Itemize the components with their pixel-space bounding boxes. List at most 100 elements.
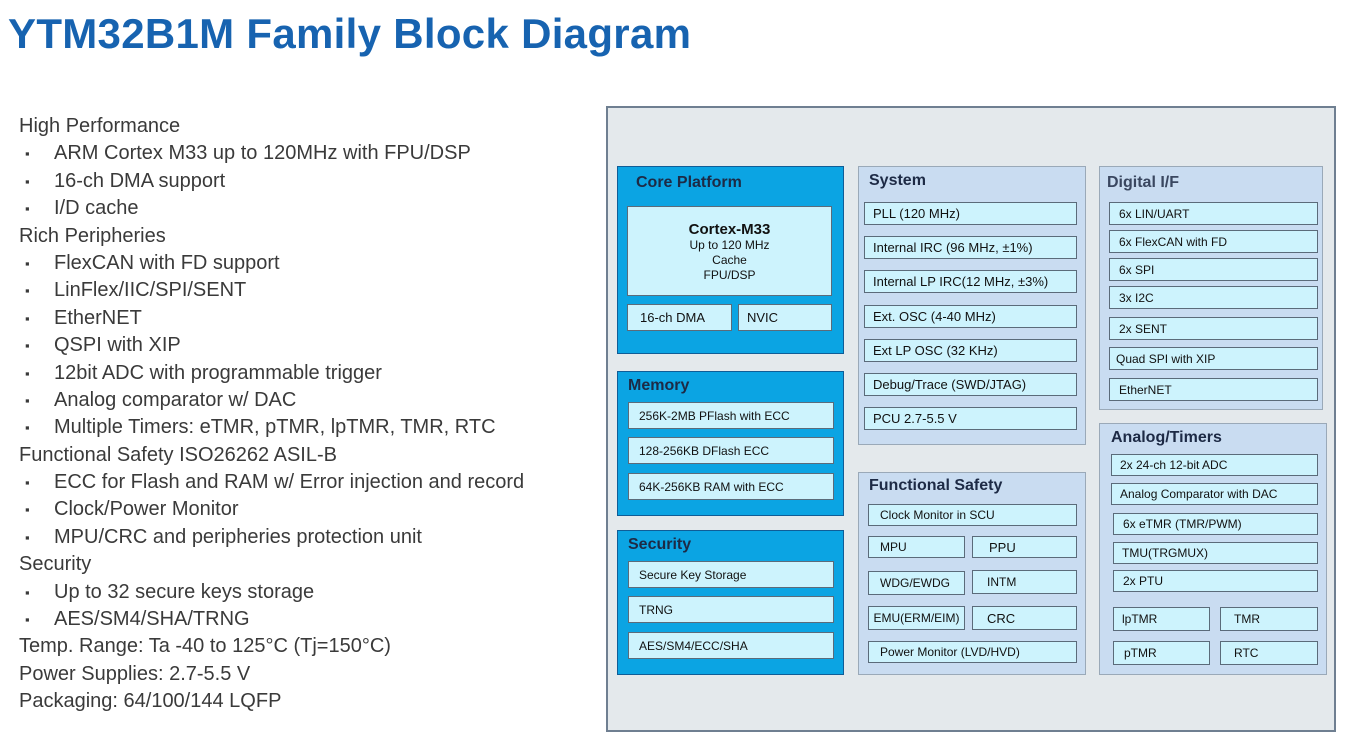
feature-heading: Temp. Range: Ta -40 to 125°C (Tj=150°C) [19, 633, 599, 660]
bullet-icon: ▪ [25, 420, 30, 436]
memory-title: Memory [628, 377, 690, 394]
feature-item: ▪ EtherNET [19, 305, 599, 332]
feature-item: ▪ECC for Flash and RAM w/ Error injectio… [19, 469, 599, 496]
clock-monitor-item: Clock Monitor in SCU [868, 504, 1077, 526]
feature-text: FlexCAN with FD support [54, 251, 280, 274]
pcu-item: PCU 2.7-5.5 V [864, 407, 1077, 430]
feature-item: ▪ 16-ch DMA support [19, 168, 599, 195]
feature-item: ▪FlexCAN with FD support [19, 250, 599, 277]
feature-text: MPU/CRC and peripheries protection unit [54, 525, 422, 548]
feature-text: EtherNET [54, 306, 142, 329]
internal-lp-irc-item: Internal LP IRC(12 MHz, ±3%) [864, 270, 1077, 293]
feature-heading: Rich Peripheries [19, 223, 599, 250]
i2c-item: 3x I2C [1109, 286, 1318, 309]
bullet-icon: ▪ [25, 612, 30, 628]
feature-text: Power Supplies: 2.7-5.5 V [19, 662, 251, 685]
analog-timers-title: Analog/Timers [1111, 429, 1222, 446]
feature-text: 16-ch DMA support [54, 169, 226, 192]
bullet-icon: ▪ [25, 502, 30, 518]
pll-item: PLL (120 MHz) [864, 202, 1077, 225]
cpu-cache: Cache [712, 253, 747, 267]
feature-heading: Functional Safety ISO26262 ASIL-B [19, 442, 599, 469]
ppu-item: PPU [972, 536, 1077, 558]
ptu-item: 2x PTU [1113, 570, 1318, 592]
feature-item: ▪ QSPI with XIP [19, 332, 599, 359]
feature-heading: Packaging: 64/100/144 LQFP [19, 688, 599, 715]
dflash-item: 128-256KB DFlash ECC [628, 437, 834, 464]
bullet-icon: ▪ [25, 365, 30, 381]
analog-timers-block: Analog/Timers 2x 24-ch 12-bit ADC Analog… [1099, 423, 1327, 675]
bullet-icon: ▪ [25, 584, 30, 600]
tmr-item: TMR [1220, 607, 1318, 631]
feature-list: High Performance ▪ARM Cortex M33 up to 12… [19, 113, 599, 716]
power-monitor-item: Power Monitor (LVD/HVD) [868, 641, 1077, 663]
feature-text: 12bit ADC with programmable trigger [54, 361, 382, 384]
feature-text: Clock/Power Monitor [54, 498, 239, 521]
bullet-icon: ▪ [25, 338, 30, 354]
qspi-item: Quad SPI with XIP [1109, 347, 1318, 370]
cortex-m33-box: Cortex-M33 Up to 120 MHz Cache FPU/DSP [627, 206, 832, 296]
feature-text: ECC for Flash and RAM w/ Error injection… [54, 471, 525, 494]
core-platform-block: Core Platform Cortex-M33 Up to 120 MHz C… [617, 166, 844, 354]
comparator-item: Analog Comparator with DAC [1111, 483, 1318, 505]
feature-text: LinFlex/IIC/SPI/SENT [54, 279, 247, 302]
feature-item: ▪ Up to 32 secure keys storage [19, 579, 599, 606]
functional-safety-title: Functional Safety [869, 477, 1003, 494]
feature-text: Up to 32 secure keys storage [54, 580, 315, 603]
adc-item: 2x 24-ch 12-bit ADC [1111, 454, 1318, 476]
flexcan-item: 6x FlexCAN with FD [1109, 230, 1318, 253]
bullet-icon: ▪ [25, 392, 30, 408]
bullet-icon: ▪ [25, 146, 30, 162]
spi-item: 6x SPI [1109, 258, 1318, 281]
bullet-icon: ▪ [25, 201, 30, 217]
crypto-item: AES/SM4/ECC/SHA [628, 632, 834, 659]
functional-safety-block: Functional Safety Clock Monitor in SCU M… [858, 472, 1086, 675]
feature-item: ▪ LinFlex/IIC/SPI/SENT [19, 277, 599, 304]
feature-text: High Performance [19, 115, 181, 137]
debug-trace-item: Debug/Trace (SWD/JTAG) [864, 373, 1077, 396]
feature-item: ▪ARM Cortex M33 up to 120MHz with FPU/DS… [19, 140, 599, 167]
feature-text: AES/SM4/SHA/TRNG [54, 608, 250, 631]
security-block: Security Secure Key Storage TRNG AES/SM4… [617, 530, 844, 675]
feature-item: ▪ Analog comparator w/ DAC [19, 387, 599, 414]
feature-text: Analog comparator w/ DAC [54, 388, 297, 411]
feature-text: QSPI with XIP [54, 334, 181, 357]
bullet-icon: ▪ [25, 310, 30, 326]
tmu-item: TMU(TRGMUX) [1113, 542, 1318, 564]
ext-lp-osc-item: Ext LP OSC (32 KHz) [864, 339, 1077, 362]
nvic-item: NVIC [738, 304, 832, 331]
cpu-name: Cortex-M33 [688, 221, 771, 238]
memory-block: Memory 256K-2MB PFlash with ECC 128-256K… [617, 371, 844, 516]
feature-text: Rich Peripheries [19, 224, 166, 247]
digital-if-block: Digital I/F 6x LIN/UART 6x FlexCAN with … [1099, 166, 1323, 410]
cpu-fpu: FPU/DSP [703, 268, 756, 282]
intm-item: INTM [972, 570, 1077, 594]
internal-irc-item: Internal IRC (96 MHz, ±1%) [864, 236, 1077, 259]
bullet-icon: ▪ [25, 173, 30, 189]
feature-heading: Security [19, 551, 599, 578]
block-diagram: Core Platform Cortex-M33 Up to 120 MHz C… [606, 106, 1336, 732]
pflash-item: 256K-2MB PFlash with ECC [628, 402, 834, 429]
feature-heading: High Performance [19, 113, 599, 140]
feature-item: ▪ Clock/Power Monitor [19, 496, 599, 523]
feature-item: ▪MPU/CRC and peripheries protection unit [19, 524, 599, 551]
feature-text: I/D cache [54, 197, 139, 220]
feature-text: Temp. Range: Ta -40 to 125°C (Tj=150°C) [19, 635, 391, 658]
core-platform-title: Core Platform [636, 174, 742, 191]
page-title: YTM32B1M Family Block Diagram [8, 10, 692, 57]
feature-text: Security [19, 553, 92, 576]
mpu-item: MPU [868, 536, 965, 558]
feature-text: Packaging: 64/100/144 LQFP [19, 690, 282, 713]
bullet-icon: ▪ [25, 283, 30, 299]
ext-osc-item: Ext. OSC (4-40 MHz) [864, 305, 1077, 328]
sent-item: 2x SENT [1109, 317, 1318, 340]
security-title: Security [628, 536, 692, 553]
feature-text: Multiple Timers: eTMR, pTMR, lpTMR, TMR,… [54, 416, 496, 439]
lptmr-item: lpTMR [1113, 607, 1210, 631]
dma-item: 16-ch DMA [627, 304, 732, 331]
ptmr-item: pTMR [1113, 641, 1210, 665]
digital-if-title: Digital I/F [1107, 174, 1179, 191]
ethernet-item: EtherNET [1109, 378, 1318, 401]
ram-item: 64K-256KB RAM with ECC [628, 473, 834, 500]
crc-item: CRC [972, 606, 1077, 630]
